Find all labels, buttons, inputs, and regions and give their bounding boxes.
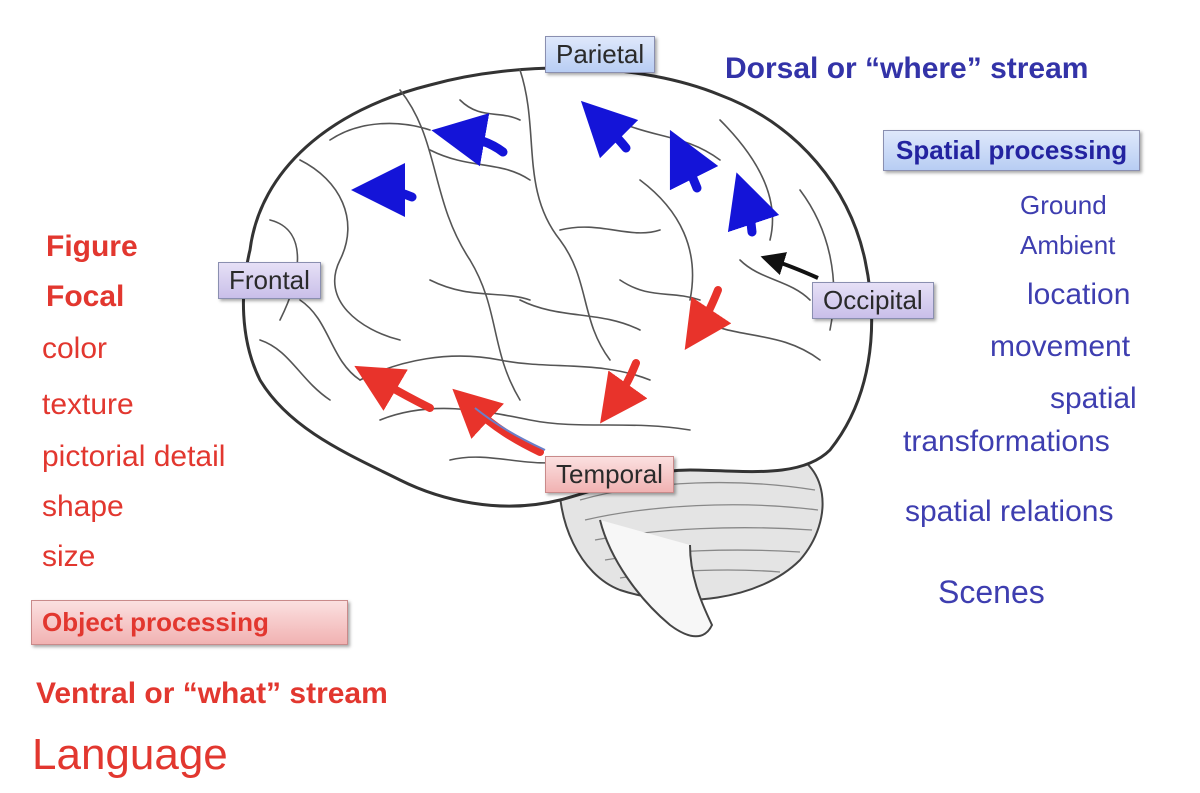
ventral-item-texture: texture — [42, 388, 134, 421]
parietal-label: Parietal — [545, 36, 656, 73]
occipital-arrow — [760, 252, 819, 280]
ventral-item-pictorial-detail: pictorial detail — [42, 440, 226, 473]
frontal-label: Frontal — [218, 262, 321, 299]
ventral-item-shape: shape — [42, 490, 124, 523]
occipital-label: Occipital — [812, 282, 934, 319]
temporal-label: Temporal — [545, 456, 674, 493]
brain-stem — [599, 519, 714, 638]
ventral-item-color: color — [42, 332, 108, 365]
dorsal-item-transformations: transformations — [903, 425, 1110, 458]
dorsal-item-ground: Ground — [1020, 190, 1107, 220]
dorsal-item-location: location — [1027, 278, 1131, 311]
dorsal-item-movement: movement — [990, 330, 1131, 363]
object-processing-label: Object processing — [31, 600, 348, 645]
dorsal-item-scenes: Scenes — [938, 574, 1045, 610]
ventral-item-size: size — [42, 540, 96, 573]
dorsal-item-ambient: Ambient — [1020, 230, 1116, 260]
spatial-processing-label: Spatial processing — [883, 130, 1141, 171]
cerebrum — [241, 66, 874, 508]
ventral-stream-title: Ventral or “what” stream — [36, 677, 388, 710]
dorsal-item-spatial: spatial — [1050, 382, 1137, 415]
ventral-item-focal: Focal — [46, 280, 125, 313]
ventral-item-figure: Figure — [46, 230, 138, 263]
language-label: Language — [32, 730, 228, 779]
dorsal-stream-title: Dorsal or “where” stream — [725, 52, 1089, 85]
dorsal-item-spatial-relations: spatial relations — [905, 495, 1114, 528]
